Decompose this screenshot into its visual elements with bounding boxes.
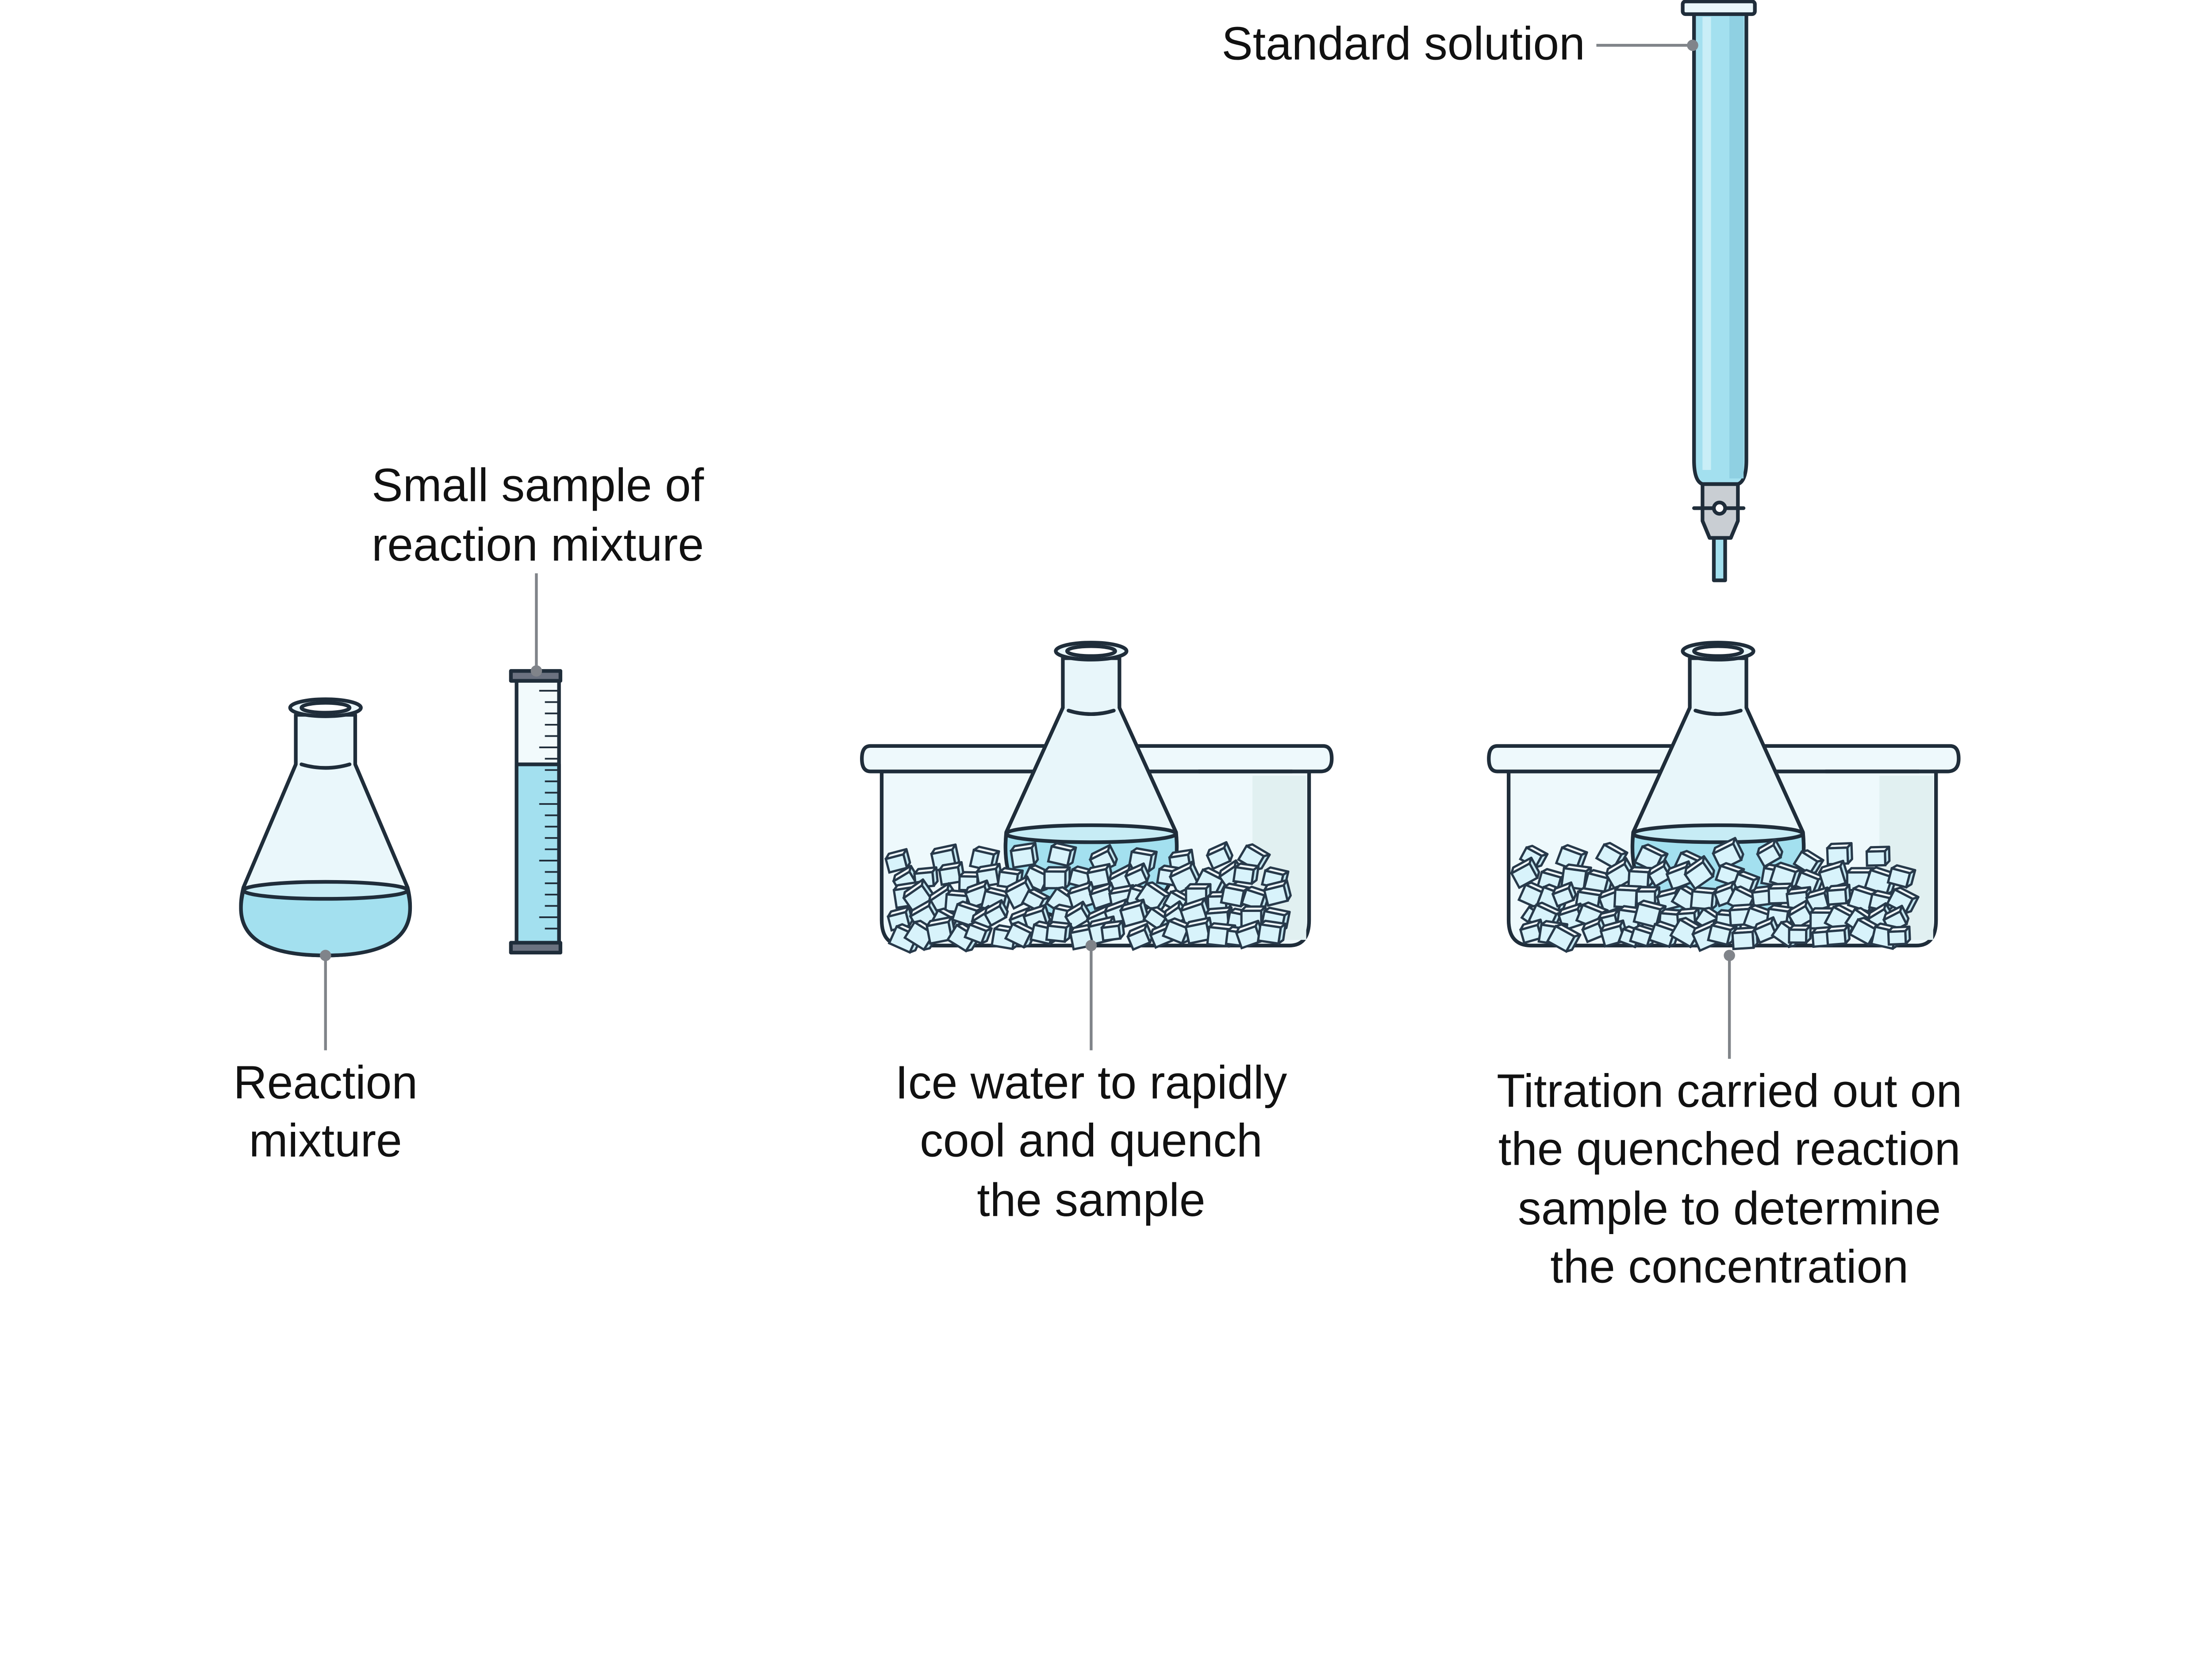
ice-cube-icon [983,899,1009,927]
ice-cube-icon [1627,866,1654,889]
ice-cube-icon [1581,916,1607,943]
leader-dot [319,950,331,962]
ice-cube-icon [1179,897,1212,930]
titration-label-3: sample to determine [1518,1182,1941,1235]
titration-procedure-diagram: Reaction mixture Small sample of reactio… [233,0,1962,1291]
ice-cube-icon [1865,846,1891,867]
small-sample-label-1: Small sample of [372,459,704,511]
measuring-cylinder [509,669,562,955]
ice-cube-icon [938,861,965,886]
leader-dot [1724,950,1735,962]
ice-cube-icon [1043,866,1071,889]
titration-label-2: the quenched reaction [1498,1123,1961,1175]
burette [1681,0,1757,582]
ice-cube-icon [1551,881,1577,908]
reaction-flask [239,697,412,958]
small-sample-label-2: reaction mixture [372,519,704,571]
ice-cube-icon [1126,923,1154,951]
ice-cube-icon [1690,886,1719,911]
ice-cube-icon [1100,919,1125,942]
ice-cube-icon [1683,855,1715,891]
leader-dot [1085,940,1097,951]
ice-cube-icon [1124,862,1150,890]
ice-cube-icon [1047,842,1077,867]
ice-water-label-2: cool and quench [920,1115,1263,1167]
reaction-mixture-label-1: Reaction [233,1056,418,1108]
leader-dot [530,665,542,677]
ice-cube-icon [884,848,911,874]
ice-cubes [884,841,1292,954]
ice-cubes [1510,837,1920,953]
ice-cube-icon [913,866,939,889]
standard-solution-label: Standard solution [1221,17,1585,69]
ice-cube-icon [1887,925,1911,946]
ice-cube-icon [1010,842,1039,869]
ice-cube-icon [1711,837,1744,872]
ice-water-label-3: the sample [977,1174,1205,1226]
reaction-mixture-label-2: mixture [249,1115,402,1167]
ice-cube-icon [1232,862,1260,885]
ice-cube-icon [1756,838,1783,869]
ice-cube-icon [1206,841,1233,870]
titration-label-1: Titration carried out on [1497,1065,1962,1117]
ice-cube-icon [1886,864,1916,889]
ice-cube-icon [1263,879,1292,907]
ice-water-label-1: Ice water to rapidly [895,1056,1287,1108]
ice-cube-icon [1788,924,1812,944]
ice-cube-icon [1787,899,1816,930]
ice-cube-icon [963,921,993,945]
ice-bath-with-flask [860,641,1334,954]
graduation-marks [539,690,559,930]
ice-cube-icon [1792,849,1824,876]
titration-label-4: the concentration [1550,1240,1909,1291]
ice-cube-icon [1826,884,1851,906]
ice-cube-icon [1045,921,1072,943]
leader-dot [1687,39,1698,51]
ice-cube-icon [1510,857,1540,889]
ice-cube-icon [1886,886,1920,915]
stopcock-icon [1712,500,1727,516]
ice-cube-icon [1595,842,1628,869]
ice-cube-icon [1825,924,1851,946]
ice-bath-with-titration-flask [1487,641,1961,953]
ice-cube-icon [1256,919,1287,945]
ice-cube-icon [1546,923,1582,953]
